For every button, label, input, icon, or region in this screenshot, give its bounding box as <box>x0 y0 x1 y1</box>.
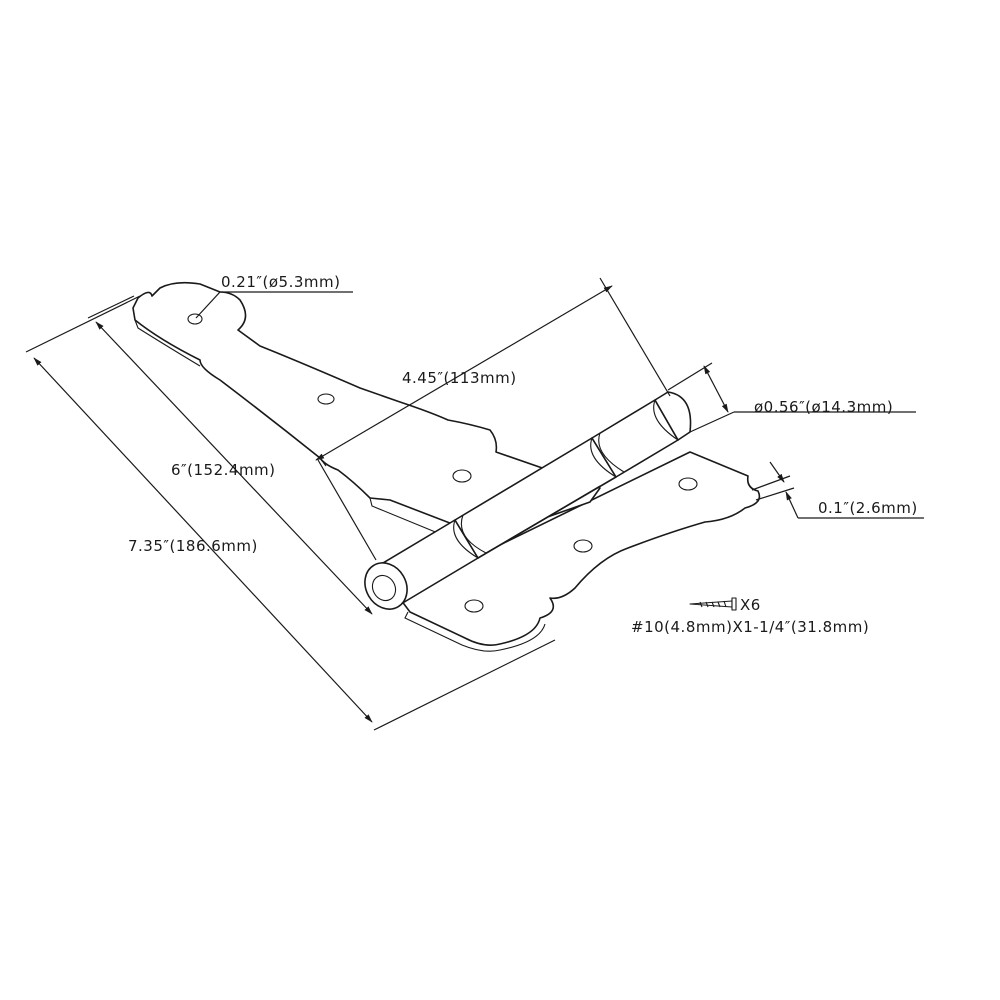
lower-leaf-hole-2 <box>573 539 593 553</box>
lower-leaf-hole-1 <box>464 599 484 613</box>
leaf-width-label: 4.45″(113mm) <box>402 369 517 387</box>
screw-quantity-label: X6 <box>740 596 761 614</box>
dimension-lines <box>25 277 924 731</box>
screw-spec-label: #10(4.8mm)X1-1/4″(31.8mm) <box>631 618 869 636</box>
thickness-label: 0.1″(2.6mm) <box>818 499 918 517</box>
lower-leaf <box>394 451 761 652</box>
strap-length-label: 6″(152.4mm) <box>171 461 276 479</box>
overall-length-label: 7.35″(186.6mm) <box>128 537 258 555</box>
hole-diameter-label: 0.21″(ø5.3mm) <box>221 273 340 291</box>
lower-leaf-hole-3 <box>678 477 698 491</box>
pin-diameter-label: ø0.56″(ø14.3mm) <box>754 398 893 416</box>
screw-icon <box>689 597 737 611</box>
strap-hole-3 <box>452 469 472 483</box>
hinge-knuckles <box>364 391 692 610</box>
